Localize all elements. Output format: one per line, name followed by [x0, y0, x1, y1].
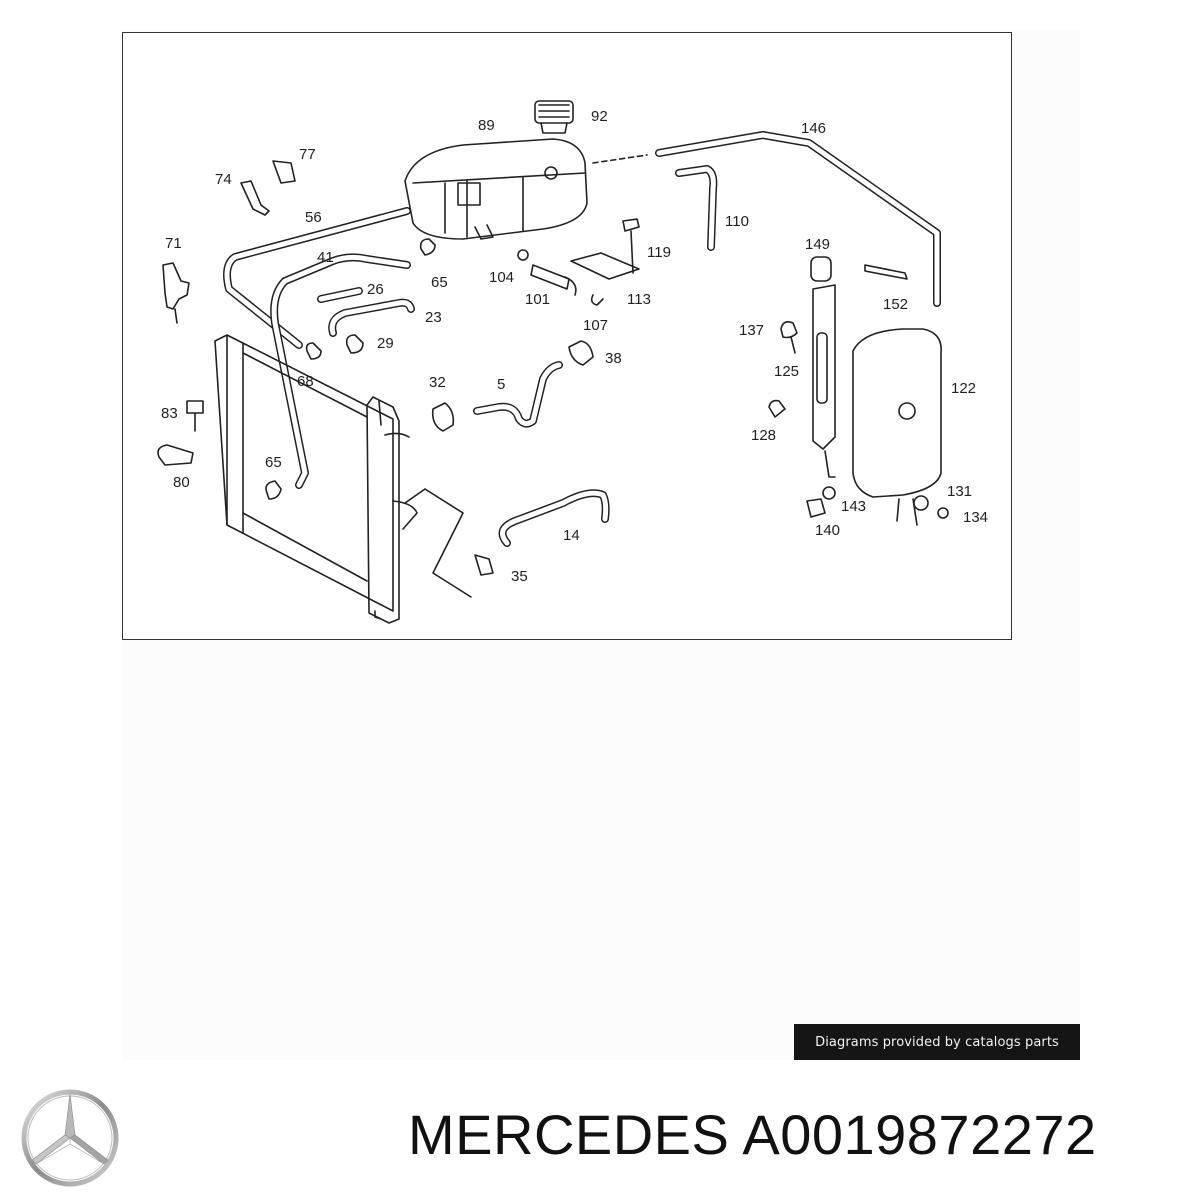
diagram-credit-banner: Diagrams provided by catalogs parts: [794, 1024, 1080, 1060]
callout-56: 56: [305, 209, 322, 226]
callout-143: 143: [841, 498, 866, 515]
callout-38: 38: [605, 350, 622, 367]
callout-65-upper: 65: [431, 274, 448, 291]
callout-113: 113: [627, 291, 651, 308]
callout-14: 14: [563, 527, 580, 544]
callout-35: 35: [511, 568, 528, 585]
cooling-system-exploded-view: 89 92 146 77 74 56 71 41 65 104 119 110 …: [157, 100, 988, 624]
callout-80: 80: [173, 474, 190, 491]
bolt-and-clip: [157, 400, 204, 466]
callout-104: 104: [489, 269, 514, 286]
callout-119: 119: [647, 244, 671, 261]
callout-149: 149: [805, 236, 830, 253]
callout-83: 83: [161, 405, 178, 422]
bypass-hose: [270, 253, 411, 489]
callout-77: 77: [299, 146, 316, 163]
vent-hose: [675, 165, 718, 251]
callout-128: 128: [751, 427, 776, 444]
screw-119: [622, 218, 640, 274]
mercedes-star-icon: [21, 1089, 119, 1187]
callout-122: 122: [951, 380, 976, 397]
callout-89: 89: [478, 117, 495, 134]
callout-68: 68: [297, 373, 314, 390]
callout-26: 26: [367, 281, 384, 298]
callout-131: 131: [947, 483, 972, 500]
hose-clamp-lower: [265, 480, 282, 500]
lower-hose-5: [473, 361, 563, 428]
drain-plug: [404, 488, 494, 598]
holder-71: [162, 262, 190, 324]
callout-125: 125: [774, 363, 799, 380]
thermostat-parts: [517, 249, 640, 306]
radiator: [214, 334, 418, 624]
radiator-cap: [534, 100, 574, 134]
callout-140: 140: [815, 522, 840, 539]
callout-134: 134: [963, 509, 988, 526]
callout-110: 110: [725, 213, 749, 230]
callout-41: 41: [317, 249, 334, 266]
overflow-hose: [592, 131, 941, 307]
clamps-32-38: [431, 340, 594, 432]
lower-hose-14: [498, 489, 610, 547]
callout-92: 92: [591, 108, 608, 125]
washer-reservoir: [812, 284, 942, 526]
callout-152: 152: [883, 296, 908, 313]
short-hoses: [317, 287, 415, 337]
callout-101: 101: [525, 291, 550, 308]
callout-29: 29: [377, 335, 394, 352]
upper-hose: [223, 207, 411, 349]
callout-137: 137: [739, 322, 764, 339]
product-title: MERCEDES A0019872272: [408, 1103, 1097, 1166]
small-fasteners: [768, 256, 949, 519]
parts-diagram: 89 92 146 77 74 56 71 41 65 104 119 110 …: [122, 32, 1012, 640]
callout-65-lower: 65: [265, 454, 282, 471]
callout-23: 23: [425, 309, 442, 326]
callout-146: 146: [801, 120, 826, 137]
callout-74: 74: [215, 171, 232, 188]
callout-32: 32: [429, 374, 446, 391]
mounting-bracket: [240, 160, 296, 216]
expansion-tank: [404, 138, 588, 240]
clamps-29-68: [305, 334, 364, 360]
callout-71: 71: [165, 235, 182, 252]
callout-5: 5: [497, 376, 505, 393]
callout-107: 107: [583, 317, 608, 334]
hose-clamp: [419, 238, 436, 256]
